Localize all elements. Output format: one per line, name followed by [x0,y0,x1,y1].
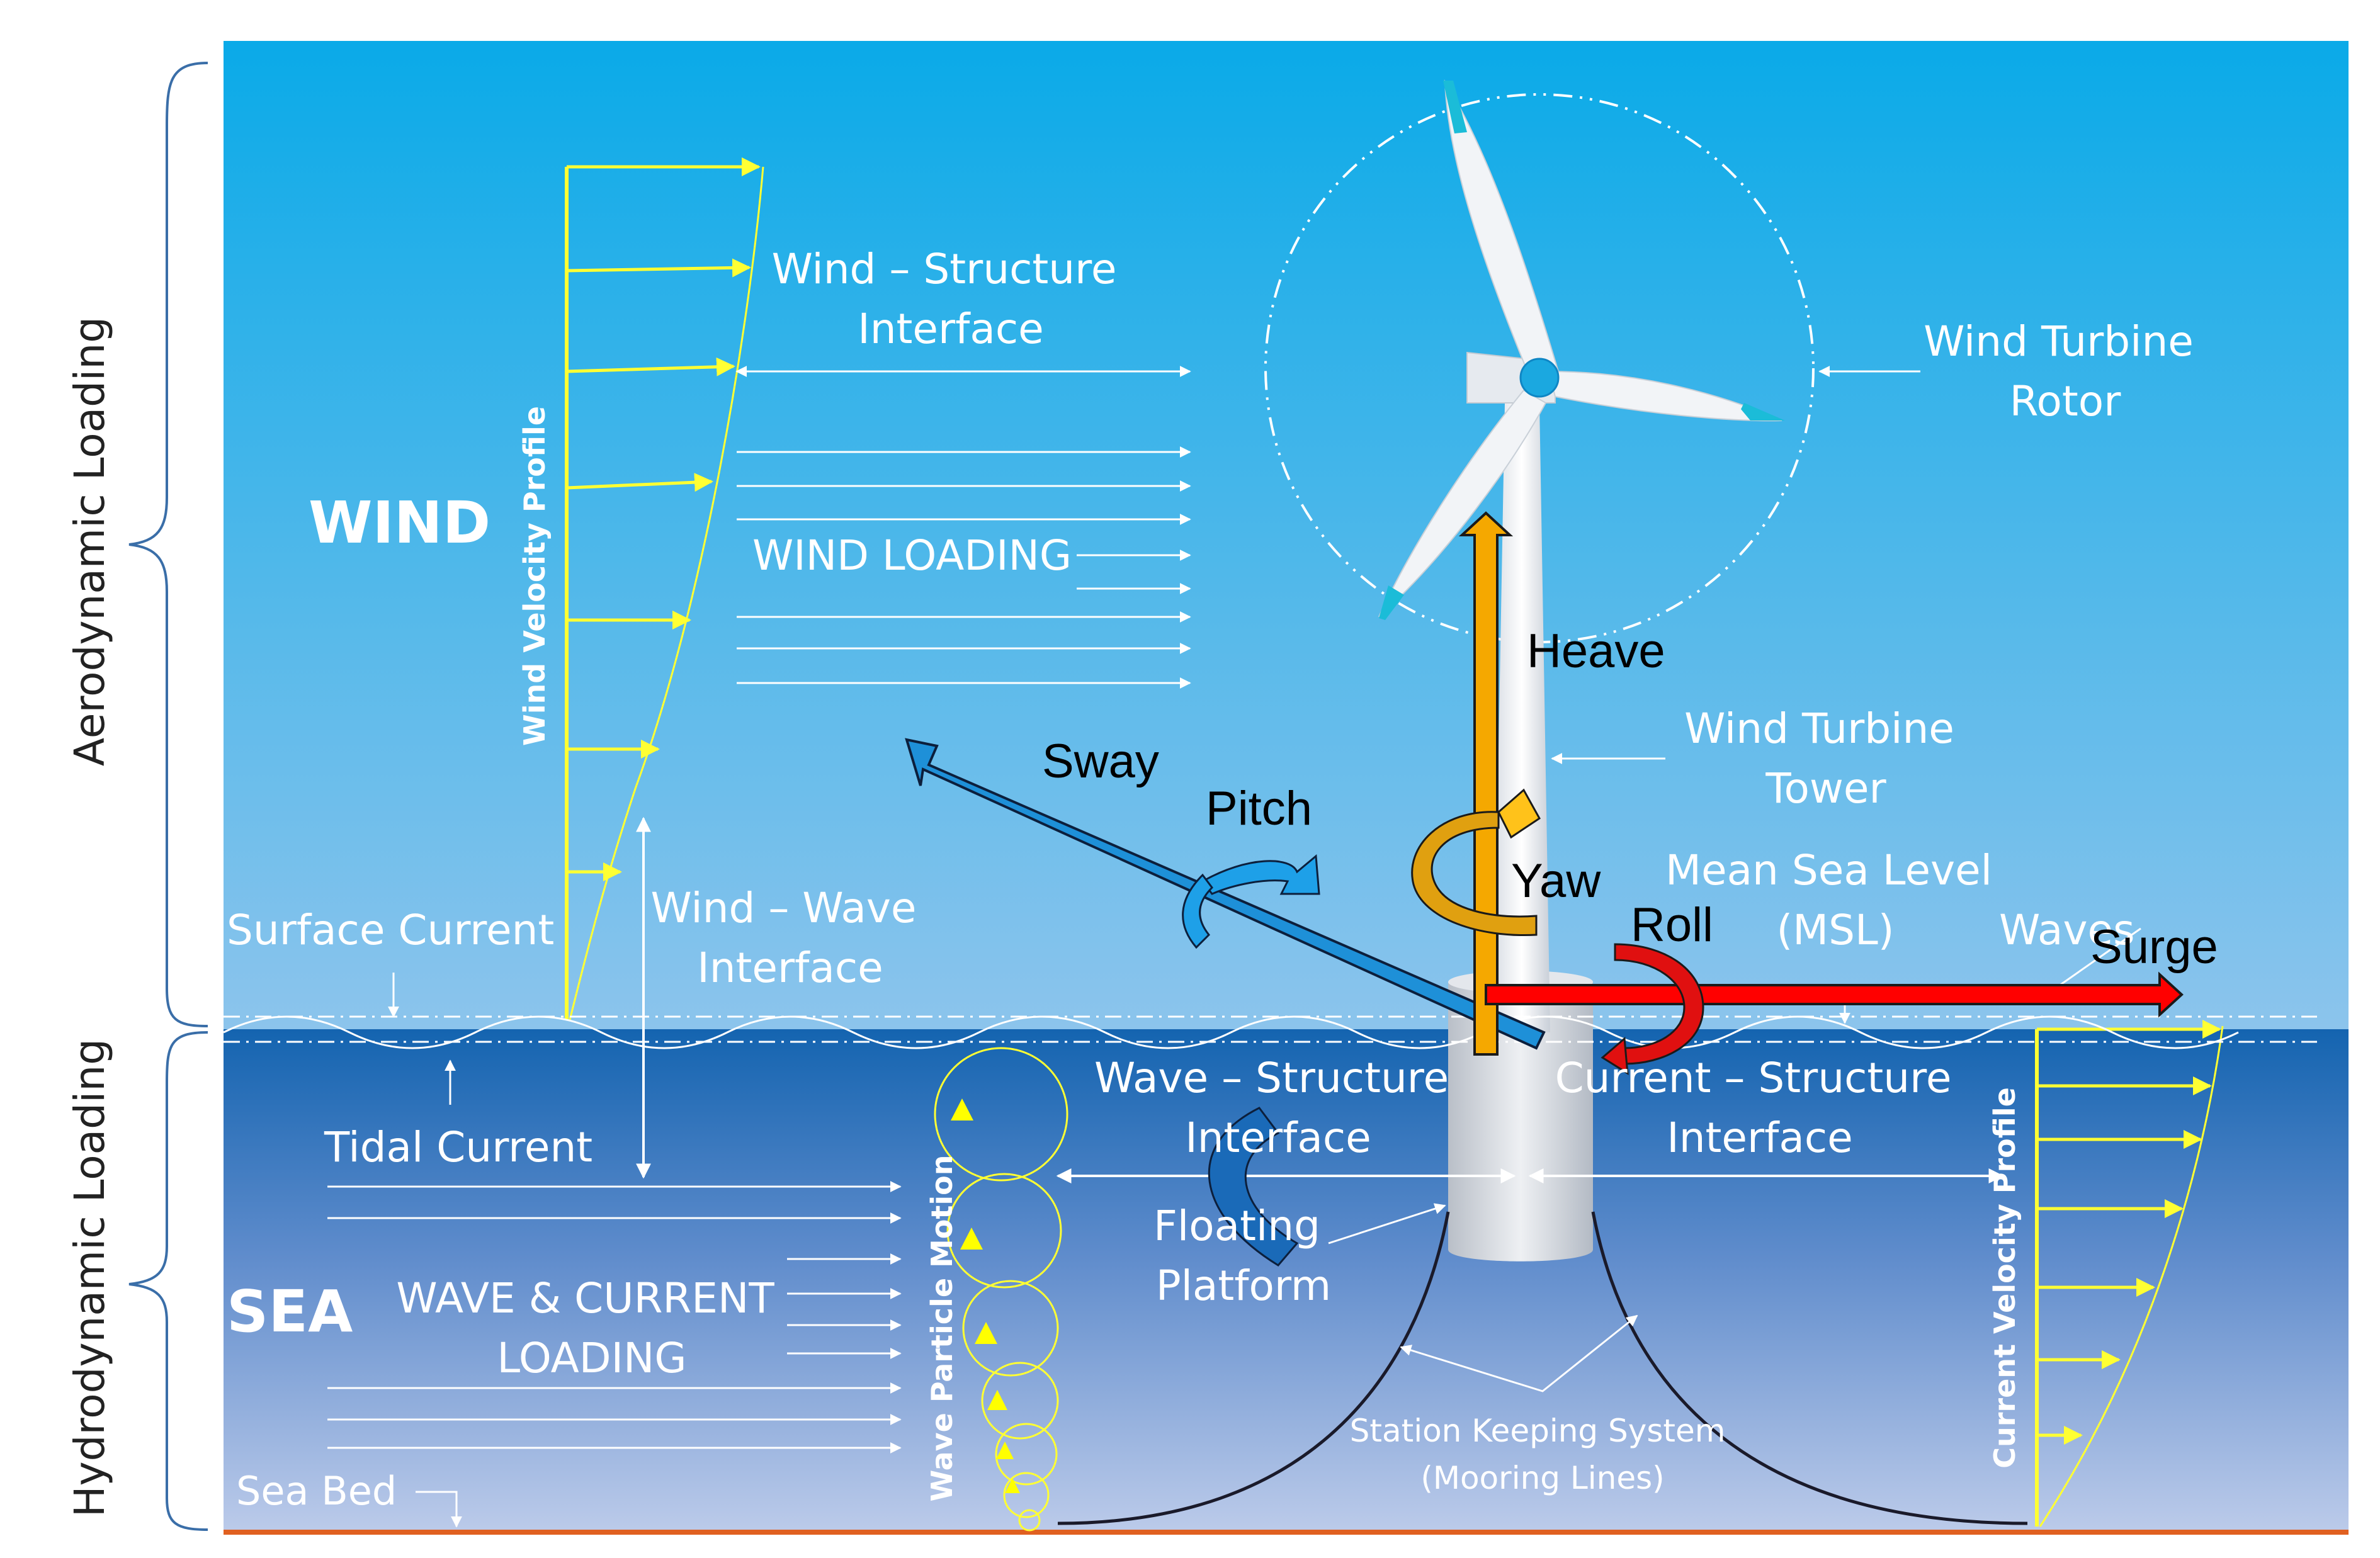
sea-surface-wave [223,1015,2239,1049]
wave-structure-line-2: Interface [1185,1114,1371,1162]
current-structure-interface-label: Current – Structure Interface [1555,1054,1965,1162]
station-keeping-pointers [1400,1314,1638,1392]
blade-up-tip [1443,81,1467,133]
wind-structure-line-1: Wind – Structure [772,245,1117,293]
blade-down [1378,389,1547,618]
current-velocity-profile-label: Current Velocity Profile [1988,1087,2022,1469]
tidal-current-label: Tidal Current [324,1123,592,1171]
wind-wave-line-1: Wind – Wave [651,884,917,932]
wind-profile-arrow [566,258,751,278]
hydrodynamic-loading-label: Hydrodynamic Loading [65,1039,114,1517]
sea-bed-line [224,1530,2349,1535]
waves-label: Waves [1999,906,2135,954]
wind-region-label: WIND [309,489,490,556]
roll-arrow-head [1601,1036,1629,1075]
wave-particle-markers [951,1098,1020,1493]
blade-down-tip [1379,585,1404,620]
floating-platform-line-1: Floating [1153,1202,1320,1250]
surge-arrow [1485,971,2184,1018]
station-keeping-line-1: Station Keeping System [1350,1413,1726,1449]
mooring-line-left [1057,1211,1450,1525]
tower-line-1: Wind Turbine [1684,704,1954,753]
mooring-line-right [1591,1211,2028,1525]
wind-velocity-profile [565,157,764,1020]
yaw-label: Yaw [1511,854,1601,908]
station-keeping-line-2: (Mooring Lines) [1420,1460,1664,1496]
current-structure-line-2: Interface [1667,1114,1853,1162]
wind-wave-line-2: Interface [697,944,883,992]
msl-line-1: Mean Sea Level [1665,846,1992,895]
roll-label: Roll [1631,898,1713,952]
pitch-arrow-tail [1182,873,1213,949]
tower-label: Wind Turbine Tower [1684,704,1968,813]
hydrodynamic-brace [128,1031,208,1531]
blade-right [1548,370,1782,422]
wind-profile-arrow [566,473,713,492]
wave-current-line-2: LOADING [497,1334,686,1382]
pitch-label: Pitch [1206,782,1312,835]
wave-current-line-1: WAVE & CURRENT [396,1274,774,1323]
sea-bed-label: Sea Bed [236,1468,397,1514]
surface-current-label: Surface Current [227,906,554,954]
wind-loading-arrows [735,366,1191,689]
yaw-arrow-head [1497,788,1541,839]
blade-right-tip [1741,403,1785,421]
station-keeping-label: Station Keeping System (Mooring Lines) [1350,1413,1736,1496]
wave-current-loading-label: WAVE & CURRENT LOADING [396,1274,787,1382]
current-velocity-profile [2035,1020,2224,1527]
wind-structure-interface-label: Wind – Structure Interface [772,245,1130,353]
wave-particle-motion [934,1047,1068,1532]
yaw-arrow [1411,811,1538,937]
wave-structure-interface-label: Wave – Structure Interface [1094,1054,1462,1162]
heave-arrow [1458,511,1514,1056]
sway-label: Sway [1042,735,1159,788]
sea-panel [224,1029,2349,1533]
pitch-arrow-head [1201,854,1320,895]
sway-arrow [905,738,1546,1050]
rotor-line-2: Rotor [2010,377,2122,426]
wave-particle-motion-label: Wave Particle Motion [925,1154,959,1501]
turbine-blades [1378,79,1785,620]
wind-loading-label: WIND LOADING [752,531,1072,580]
floating-platform-label: Floating Platform [1153,1202,1334,1310]
rotor-hub [1519,358,1560,398]
msl-label: Mean Sea Level (MSL) [1665,846,2005,954]
platform-pointer [1328,1203,1446,1245]
current-structure-line-1: Current – Structure [1555,1054,1952,1102]
wave-current-loading-arrows [327,1181,902,1454]
heave-label: Heave [1527,624,1665,678]
wind-wave-interface-label: Wind – Wave Interface [651,884,930,992]
wind-turbine-tower [1493,403,1550,1032]
sea-bed-pointer [416,1491,462,1528]
pitch-arrow [1208,1107,1299,1267]
wind-velocity-profile-label: Wind Velocity Profile [518,406,552,746]
msl-line-2: (MSL) [1776,906,1894,954]
surge-label: Surge [2090,920,2218,974]
aerodynamic-brace [128,62,208,1027]
aerodynamic-loading-label: Aerodynamic Loading [65,317,114,766]
wave-structure-line-1: Wave – Structure [1094,1054,1449,1102]
rotor-label: Wind Turbine Rotor [1924,317,2207,426]
wind-structure-line-2: Interface [858,305,1044,353]
floating-platform-line-2: Platform [1156,1262,1331,1310]
tower-line-2: Tower [1765,764,1886,813]
wind-profile-arrow [566,357,735,376]
waves-pointer [2046,927,2141,996]
sea-region-label: SEA [227,1278,353,1345]
rotor-line-1: Wind Turbine [1924,317,2194,366]
